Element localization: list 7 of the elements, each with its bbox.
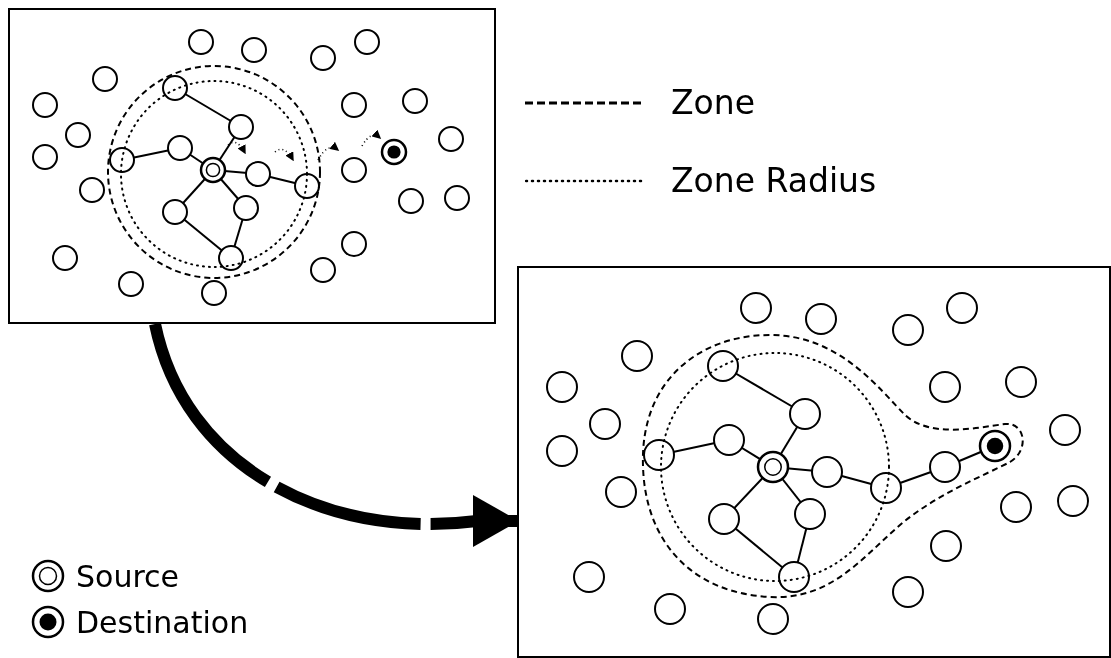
legend-label: Zone	[671, 83, 755, 122]
legend-label: Source	[76, 558, 180, 594]
panel-box	[8, 8, 496, 324]
curved-arrow	[149, 322, 519, 547]
panel-box	[517, 266, 1111, 658]
legend-label: Destination	[76, 604, 249, 640]
legend-label: Zone Radius	[671, 161, 877, 200]
